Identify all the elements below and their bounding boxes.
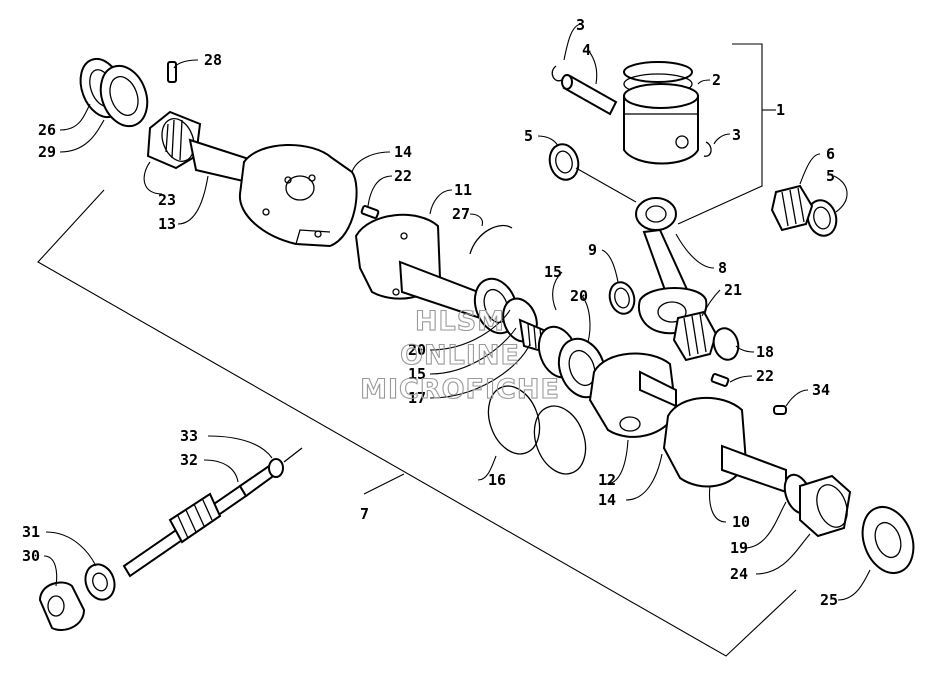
callout-25: 25	[820, 591, 838, 609]
callout-1: 1	[776, 101, 785, 119]
crank-center-11	[354, 213, 482, 320]
callout-18: 18	[756, 343, 774, 361]
callout-20: 20	[570, 287, 588, 305]
callout-20: 20	[408, 341, 426, 359]
bearing-29	[99, 64, 149, 128]
seal-25	[861, 506, 915, 574]
callout-6: 6	[826, 145, 835, 163]
washer-5-right	[806, 199, 838, 237]
watermark-line-3: MICROFICHE	[360, 374, 560, 405]
callout-11: 11	[454, 181, 472, 199]
wrist-pin-4	[561, 74, 618, 116]
bearing-31	[84, 563, 116, 601]
callout-27: 27	[452, 205, 470, 223]
washer-9	[608, 281, 636, 315]
callout-2: 2	[712, 71, 721, 89]
callout-19: 19	[730, 539, 748, 557]
crank-half-right-10	[662, 397, 787, 494]
o-ring-16-a	[487, 385, 541, 455]
washer-18	[712, 327, 740, 361]
screw-22-top	[360, 205, 380, 219]
callout-17: 17	[408, 389, 426, 407]
callout-12: 12	[598, 471, 616, 489]
callout-26: 26	[38, 121, 56, 139]
shaft-32	[122, 462, 278, 578]
assembly-bracket-7	[37, 189, 797, 657]
cap-30	[38, 581, 86, 631]
callout-labels: 1 2 3 3 4 5 5 6 7 8 9 10 11 12 13 14 14 …	[22, 16, 838, 609]
watermark-line-2: ONLINE	[400, 340, 520, 371]
needle-bearing-6	[770, 184, 814, 232]
bearing-24	[799, 474, 852, 538]
crank-web-12	[588, 352, 678, 438]
callout-28: 28	[204, 51, 222, 69]
callout-8: 8	[718, 259, 727, 277]
needle-bearing-21	[672, 310, 718, 362]
callout-23: 23	[158, 191, 176, 209]
o-ring-16-b	[533, 405, 587, 475]
pin-28	[167, 61, 177, 83]
callout-33: 33	[180, 427, 198, 445]
roller-bearing-23	[146, 110, 202, 170]
watermark-line-1: HLSM	[415, 306, 505, 337]
callout-4: 4	[582, 41, 591, 59]
callout-34: 34	[812, 381, 830, 399]
callout-30: 30	[22, 547, 40, 565]
key-34	[773, 405, 787, 415]
callout-9: 9	[588, 241, 597, 259]
callout-3: 3	[576, 16, 585, 34]
callout-10: 10	[732, 513, 750, 531]
callout-15: 15	[544, 263, 562, 281]
circlip-3-right	[703, 141, 712, 157]
washer-5-left	[548, 143, 580, 181]
callout-7: 7	[360, 505, 369, 523]
callout-5: 5	[826, 167, 835, 185]
callout-31: 31	[22, 523, 40, 541]
callout-22: 22	[756, 367, 774, 385]
callout-3: 3	[732, 126, 741, 144]
clip-27	[469, 224, 513, 255]
callout-24: 24	[730, 565, 748, 583]
watermark: HLSM ONLINE MICROFICHE	[360, 305, 560, 405]
screw-22-right	[710, 373, 730, 387]
callout-13: 13	[158, 215, 176, 233]
callout-29: 29	[38, 143, 56, 161]
crank-half-left-13	[188, 138, 358, 248]
callout-15: 15	[408, 365, 426, 383]
callout-14: 14	[598, 491, 616, 509]
circlip-3-left	[551, 65, 563, 82]
piston-2	[623, 61, 699, 165]
washer-33	[268, 458, 284, 478]
assembly-bracket-1	[677, 43, 776, 225]
callout-32: 32	[180, 451, 198, 469]
callout-5: 5	[524, 127, 533, 145]
callout-14: 14	[394, 143, 412, 161]
callout-16: 16	[488, 471, 506, 489]
leader-lines	[43, 23, 871, 601]
callout-21: 21	[724, 281, 742, 299]
callout-22: 22	[394, 167, 412, 185]
